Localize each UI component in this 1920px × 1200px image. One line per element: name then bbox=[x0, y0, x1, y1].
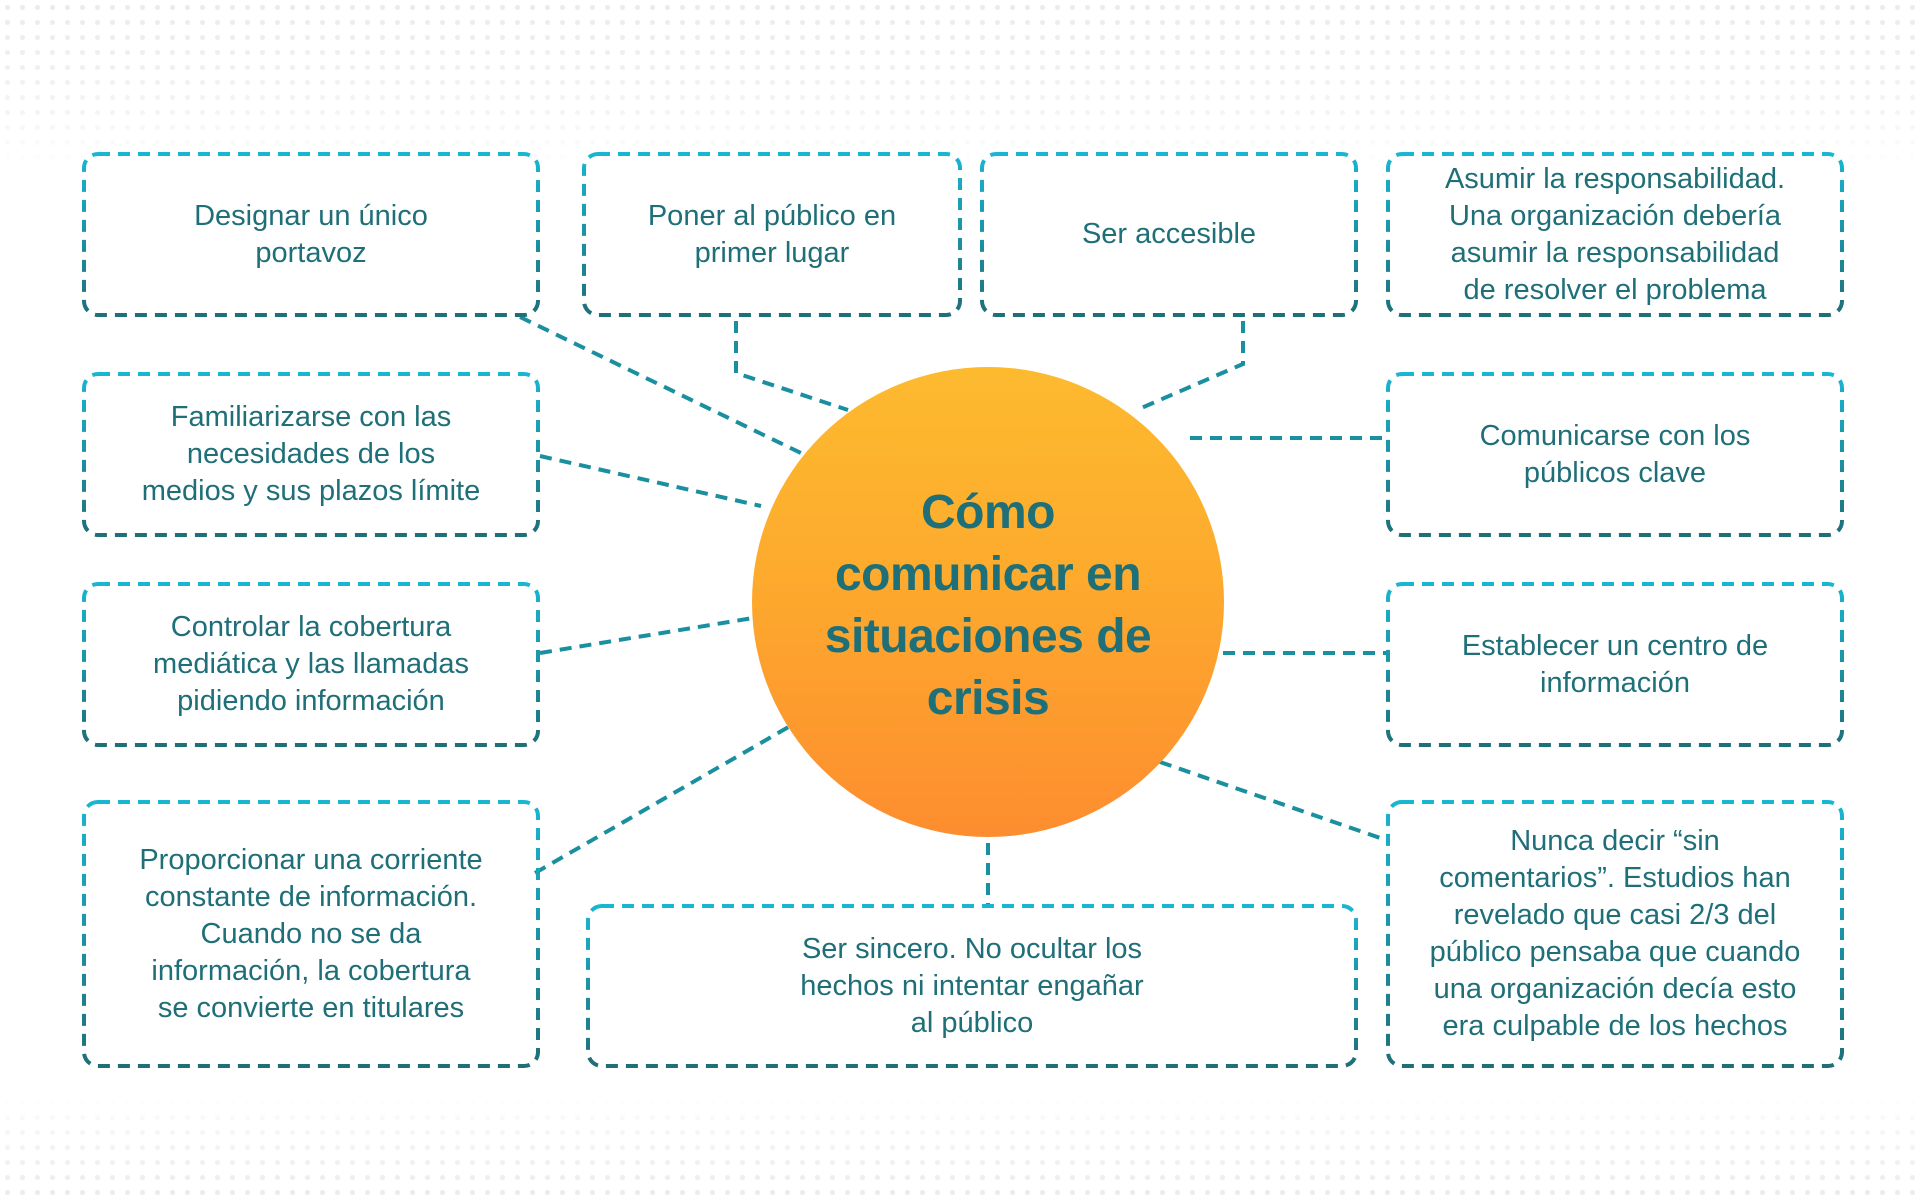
item-box-sin-comentarios: Nunca decir “sin comentarios”. Estudios … bbox=[1386, 800, 1844, 1068]
connector-sin-comentarios bbox=[1159, 760, 1387, 842]
item-box-sincero: Ser sincero. No ocultar los hechos ni in… bbox=[586, 904, 1358, 1068]
item-text-responsabilidad: Asumir la responsabilidad. Una organizac… bbox=[1444, 162, 1786, 306]
item-text-sincero: Ser sincero. No ocultar los hechos ni in… bbox=[800, 932, 1144, 1039]
item-box-centro-informacion: Establecer un centro de información bbox=[1386, 582, 1844, 747]
item-text-corriente-informacion: Proporcionar una corriente constante de … bbox=[139, 843, 483, 1024]
item-text-publicos-clave: Comunicarse con los públicos clave bbox=[1479, 419, 1751, 489]
item-box-responsabilidad: Asumir la responsabilidad. Una organizac… bbox=[1386, 152, 1844, 317]
dashed-border bbox=[586, 904, 1358, 1068]
item-text-sin-comentarios: Nunca decir “sin comentarios”. Estudios … bbox=[1429, 825, 1801, 1042]
dashed-border bbox=[82, 800, 540, 1068]
item-text-cobertura: Controlar la cobertura mediática y las l… bbox=[153, 611, 469, 717]
diagram-title: Cómo comunicar en situaciones de crisis bbox=[824, 486, 1152, 725]
dashed-border-rect bbox=[82, 800, 540, 1068]
dashed-border-rect bbox=[582, 152, 962, 317]
connector-corriente-informacion bbox=[534, 723, 793, 875]
dashed-border-rect bbox=[586, 904, 1358, 1068]
dashed-border bbox=[1386, 800, 1844, 1068]
connector-medios bbox=[539, 454, 762, 508]
item-text-medios: Familiarizarse con las necesidades de lo… bbox=[141, 401, 481, 507]
item-box-corriente-informacion: Proporcionar una corriente constante de … bbox=[82, 800, 540, 1068]
connector-portavoz bbox=[519, 315, 806, 457]
item-text-publico-primero: Poner al público en primer lugar bbox=[647, 199, 897, 269]
dot-pattern-top bbox=[0, 0, 1920, 170]
connector-cobertura bbox=[539, 616, 754, 655]
item-box-portavoz: Designar un único portavoz bbox=[82, 152, 540, 317]
item-box-publico-primero: Poner al público en primer lugar bbox=[582, 152, 962, 317]
dot-pattern-bottom bbox=[0, 1095, 1920, 1200]
item-box-medios: Familiarizarse con las necesidades de lo… bbox=[82, 372, 540, 537]
item-text-portavoz: Designar un único portavoz bbox=[194, 199, 428, 269]
item-box-accesible: Ser accesible bbox=[980, 152, 1358, 317]
dashed-border-rect bbox=[1386, 800, 1844, 1068]
item-text-centro-informacion: Establecer un centro de información bbox=[1461, 629, 1769, 699]
item-box-cobertura: Controlar la cobertura mediática y las l… bbox=[82, 582, 540, 747]
item-box-publicos-clave: Comunicarse con los públicos clave bbox=[1386, 372, 1844, 537]
item-text-accesible: Ser accesible bbox=[1081, 218, 1257, 250]
center-circle: Cómo comunicar en situaciones de crisis bbox=[752, 367, 1224, 837]
connector-accesible bbox=[1138, 321, 1245, 411]
dashed-border bbox=[582, 152, 962, 317]
connector-publico-primero bbox=[734, 321, 849, 412]
